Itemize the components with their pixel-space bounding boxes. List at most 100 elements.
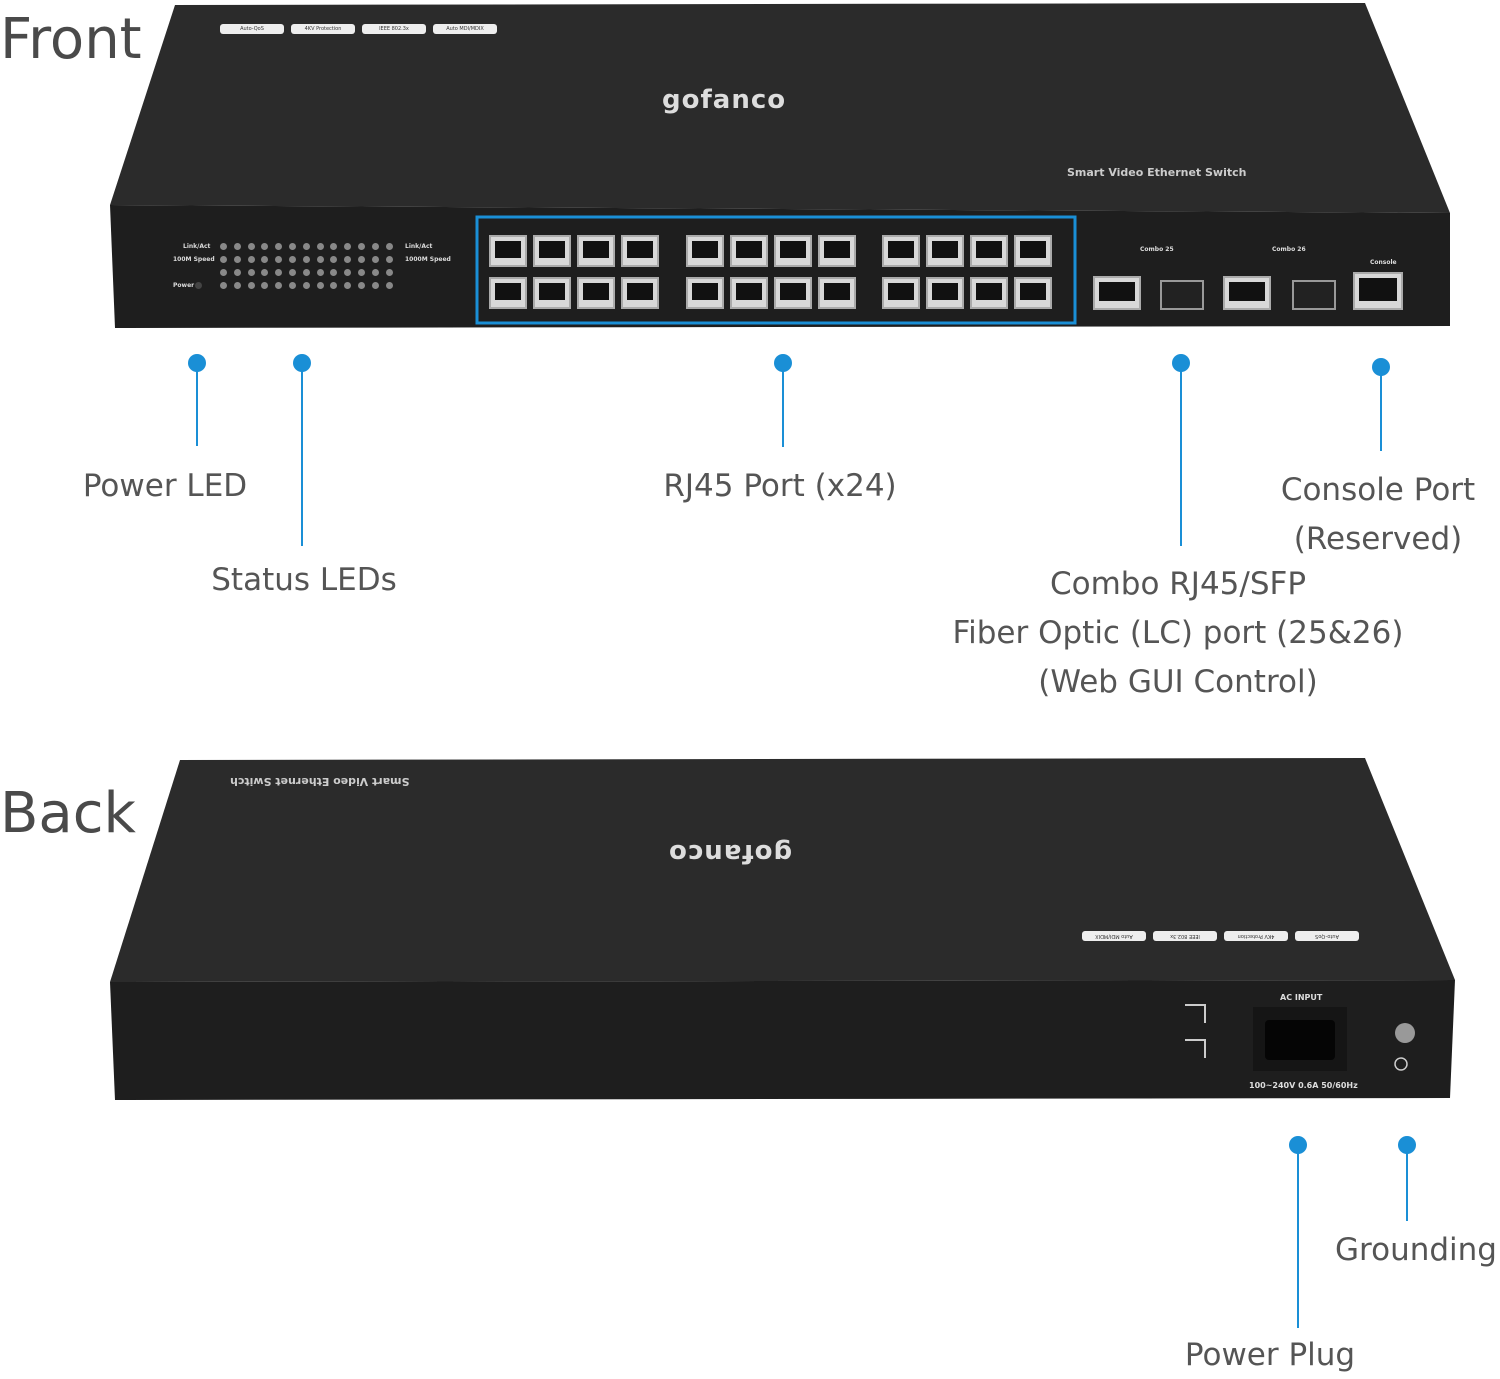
label-grounding: Grounding: [1335, 1232, 1497, 1268]
product-name-back: Smart Video Ethernet Switch: [230, 775, 410, 788]
status-led: [247, 269, 255, 276]
status-led: [344, 243, 352, 250]
ac-input-label: AC INPUT: [1280, 993, 1323, 1002]
status-led: [344, 282, 352, 289]
status-led: [302, 243, 310, 250]
callout-dot-power-led: [188, 354, 206, 372]
status-led: [344, 269, 352, 276]
rj45-port: [926, 277, 964, 309]
status-led: [358, 269, 365, 276]
status-led: [344, 256, 352, 263]
status-led: [371, 256, 379, 263]
rj45-port: [926, 235, 964, 267]
combo-26-label: Combo 26: [1272, 246, 1306, 253]
rj45-port: [621, 235, 659, 267]
front-heading: Front: [0, 7, 142, 72]
rj45-port: [970, 235, 1008, 267]
callout-line-grounding: [1406, 1145, 1408, 1221]
status-led: [220, 282, 227, 289]
status-led: [330, 256, 338, 263]
callout-dot-status-leds: [293, 354, 311, 372]
status-led: [371, 269, 379, 276]
callout-dot-grounding: [1398, 1136, 1416, 1154]
status-led: [385, 243, 393, 250]
console-port: [1353, 272, 1403, 310]
status-led: [358, 282, 365, 289]
feature-badge: IEEE 802.3x: [362, 24, 426, 34]
rj45-port: [686, 235, 724, 267]
status-led: [233, 243, 241, 250]
status-led: [316, 282, 324, 289]
status-led: [233, 269, 241, 276]
status-led: [233, 282, 241, 289]
feature-badge: Auto MDI/MDIX: [1082, 931, 1146, 941]
rj45-port: [1014, 277, 1052, 309]
callout-line-combo: [1180, 363, 1182, 546]
ground-symbol-icon: [1394, 1057, 1408, 1071]
rj45-port: [686, 277, 724, 309]
status-led: [261, 243, 269, 250]
combo-26-rj45-port: [1223, 276, 1271, 310]
label-status-leds: Status LEDs: [211, 562, 397, 598]
status-led: [261, 282, 269, 289]
callout-line-power-led: [196, 363, 198, 446]
label-console: Console Port (Reserved): [1280, 472, 1476, 557]
rj45-port: [730, 277, 768, 309]
status-led: [289, 256, 296, 263]
console-label: Console: [1370, 259, 1397, 266]
feature-badge: Auto-QoS: [1295, 931, 1359, 941]
rj45-port: [533, 235, 571, 267]
link-act-label-right: Link/Act: [405, 243, 433, 250]
rj45-port: [818, 277, 856, 309]
rj45-port: [882, 277, 920, 309]
rj45-port: [489, 235, 527, 267]
status-led: [220, 243, 227, 250]
status-led: [289, 282, 296, 289]
combo-25-sfp-port: [1160, 280, 1204, 310]
rj45-port: [774, 235, 812, 267]
label-rj45: RJ45 Port (x24): [663, 468, 897, 504]
status-led: [316, 243, 324, 250]
callout-line-power-plug: [1297, 1145, 1299, 1328]
back-top-surface: [110, 758, 1455, 982]
status-led: [371, 243, 379, 250]
feature-badge: 4KV Protection: [1224, 931, 1288, 941]
rj45-port: [489, 277, 527, 309]
callout-line-status-leds: [301, 363, 303, 546]
rj45-port: [577, 277, 615, 309]
status-led: [302, 269, 310, 276]
status-led: [289, 243, 296, 250]
status-led: [275, 243, 283, 250]
status-led: [247, 256, 255, 263]
feature-badge: Auto-QoS: [220, 24, 284, 34]
combo-25-rj45-port: [1093, 276, 1141, 310]
status-led: [289, 269, 296, 276]
rj45-highlight-box: [475, 215, 1077, 325]
label-power-led: Power LED: [82, 468, 248, 504]
status-led: [275, 256, 283, 263]
combo-26-sfp-port: [1292, 280, 1336, 310]
status-led: [302, 282, 310, 289]
callout-dot-rj45: [774, 354, 792, 372]
rj45-port: [970, 277, 1008, 309]
rj45-port: [730, 235, 768, 267]
status-led: [385, 256, 393, 263]
callout-line-console: [1380, 367, 1382, 451]
rj45-port: [774, 277, 812, 309]
product-name-front: Smart Video Ethernet Switch: [1067, 166, 1247, 179]
status-led: [275, 282, 283, 289]
rj45-port: [577, 235, 615, 267]
speed-100m-label: 100M Speed: [173, 256, 215, 263]
status-led: [220, 256, 227, 263]
status-led: [330, 282, 338, 289]
rj45-port: [882, 235, 920, 267]
status-led: [371, 282, 379, 289]
rj45-port: [533, 277, 571, 309]
status-led: [385, 269, 393, 276]
status-led: [316, 269, 324, 276]
power-led: [195, 282, 202, 289]
status-led: [330, 243, 338, 250]
feature-badge: 4KV Protection: [291, 24, 355, 34]
status-led: [302, 256, 310, 263]
